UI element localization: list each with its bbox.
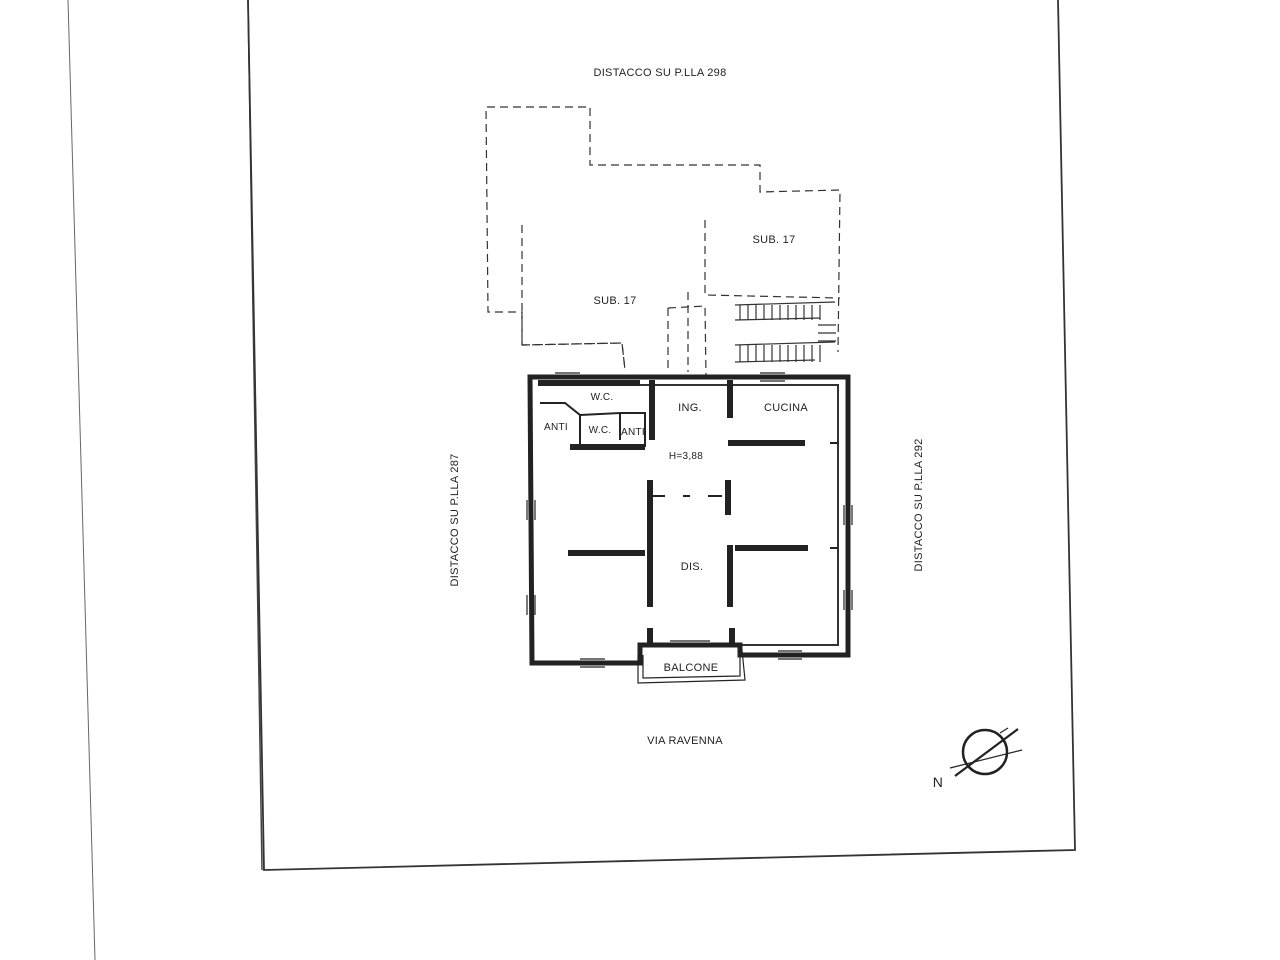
wc-middle-label: W.C. xyxy=(589,425,612,436)
partitions xyxy=(538,380,808,645)
entrance-dashed xyxy=(667,305,707,376)
sub17-left-edge xyxy=(521,225,626,371)
lot-boundary xyxy=(247,0,1076,871)
windows xyxy=(526,372,853,668)
height-label: H=3,88 xyxy=(669,451,703,462)
cucina-label: CUCINA xyxy=(764,402,808,414)
sub17-left-outline xyxy=(521,342,626,371)
anti-right-label: ANTI xyxy=(621,427,645,438)
wc-top-label: W.C. xyxy=(591,392,614,403)
sub17-divider xyxy=(704,220,841,299)
right-boundary-label: DISTACCO SU P.LLA 292 xyxy=(913,438,925,571)
anti-left-label: ANTI xyxy=(544,422,568,433)
north-label: N xyxy=(933,774,943,790)
balcony-outline xyxy=(637,649,746,684)
balcone-label: BALCONE xyxy=(664,662,719,674)
building-outline xyxy=(527,374,851,666)
building-inner xyxy=(540,384,839,646)
street-label: VIA RAVENNA xyxy=(647,735,723,747)
sub17-upper-outline xyxy=(485,106,841,353)
margin-line-left xyxy=(67,0,96,960)
north-arrow xyxy=(949,727,1023,777)
disimpegno-label: DIS. xyxy=(681,561,704,573)
small-partitions xyxy=(540,402,838,549)
ingresso-label: ING. xyxy=(678,402,702,414)
top-boundary-label: DISTACCO SU P.LLA 298 xyxy=(593,67,726,79)
balcony-inner xyxy=(642,655,741,679)
sub17-left-label: SUB. 17 xyxy=(593,295,636,307)
stair-hatch xyxy=(734,301,836,363)
sub17-upper-label: SUB. 17 xyxy=(752,234,795,246)
left-boundary-label: DISTACCO SU P.LLA 287 xyxy=(449,453,461,586)
